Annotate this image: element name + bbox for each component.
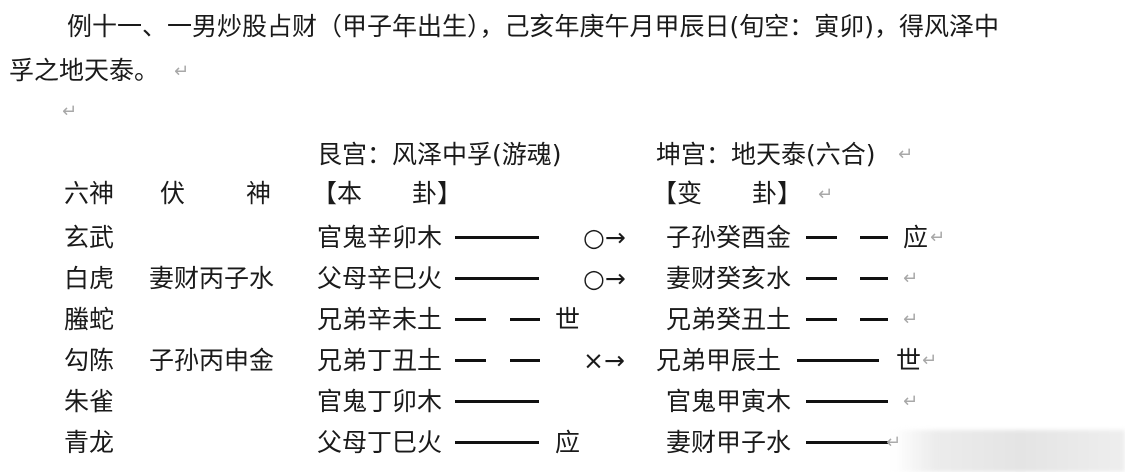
yin-line-left	[455, 318, 486, 321]
return-mark: ↵	[903, 309, 919, 330]
return-mark: ↵	[903, 268, 919, 289]
return-mark: ↵	[818, 184, 834, 205]
row-original-yao: 官鬼辛卯木	[317, 223, 443, 252]
yang-line	[797, 359, 879, 362]
row-change-marker: ○→	[583, 264, 626, 293]
header-original-gua: 【本 卦】	[312, 179, 463, 208]
yang-line	[455, 277, 539, 280]
yin-line-right	[510, 359, 540, 362]
yin-line-right	[860, 318, 888, 321]
row-original-mark: 应	[555, 428, 581, 457]
row-changed-yao: 妻财癸亥水	[666, 264, 792, 293]
yin-line-left	[806, 318, 837, 321]
row-fushen: 妻财丙子水	[149, 264, 275, 293]
yin-line-left	[455, 359, 486, 362]
row-changed-yao: 兄弟甲辰土	[656, 346, 782, 375]
row-original-yao: 兄弟辛未土	[317, 305, 443, 334]
row-changed-mark: 世	[896, 346, 922, 375]
row-change-marker: ×→	[583, 346, 625, 375]
row-liushen: 螣蛇	[64, 305, 115, 334]
header-fushen-fu: 伏	[160, 179, 186, 208]
header-changed-gua: 【变 卦】	[652, 179, 803, 208]
row-original-yao: 父母丁巳火	[317, 428, 443, 457]
row-changed-yao: 妻财甲子水	[666, 428, 792, 457]
return-mark: ↵	[898, 144, 914, 165]
row-liushen: 勾陈	[64, 346, 115, 375]
header-fushen-shen: 神	[246, 179, 272, 208]
header-liushen: 六神	[64, 179, 115, 208]
row-liushen: 白虎	[64, 264, 115, 293]
changed-gua-title: 坤宫：地天泰(六合)	[656, 140, 876, 169]
yang-line	[806, 441, 888, 444]
return-mark: ↵	[930, 227, 946, 248]
yang-line	[455, 441, 539, 444]
intro-line-1: 例十一、一男炒股占财（甲子年出生），己亥年庚午月甲辰日(旬空：寅卯)，得风泽中	[67, 12, 1000, 41]
original-gua-title: 艮宫：风泽中孚(游魂)	[317, 140, 562, 169]
row-liushen: 朱雀	[64, 387, 115, 416]
row-changed-yao: 官鬼甲寅木	[666, 387, 792, 416]
yang-line	[455, 400, 539, 403]
yin-line-left	[806, 236, 837, 239]
row-liushen: 玄武	[64, 223, 115, 252]
yang-line	[806, 400, 888, 403]
return-mark: ↵	[903, 391, 919, 412]
yin-line-left	[806, 277, 837, 280]
return-mark: ↵	[174, 61, 190, 82]
return-mark: ↵	[922, 350, 938, 371]
row-original-mark: 世	[555, 305, 581, 334]
watermark-blur	[893, 430, 1125, 472]
row-original-yao: 父母辛巳火	[317, 264, 443, 293]
row-changed-mark: 应	[903, 223, 929, 252]
yang-line	[455, 236, 539, 239]
intro-line-2: 孚之地天泰。	[9, 56, 160, 85]
row-liushen: 青龙	[64, 428, 115, 457]
row-change-marker: ○→	[583, 223, 626, 252]
row-changed-yao: 子孙癸酉金	[666, 223, 792, 252]
yin-line-right	[860, 236, 888, 239]
row-changed-yao: 兄弟癸丑土	[666, 305, 792, 334]
row-fushen: 子孙丙申金	[149, 346, 275, 375]
row-original-yao: 兄弟丁丑土	[317, 346, 443, 375]
yin-line-right	[860, 277, 888, 280]
row-original-yao: 官鬼丁卯木	[317, 387, 443, 416]
return-mark: ↵	[62, 101, 78, 122]
yin-line-right	[510, 318, 540, 321]
